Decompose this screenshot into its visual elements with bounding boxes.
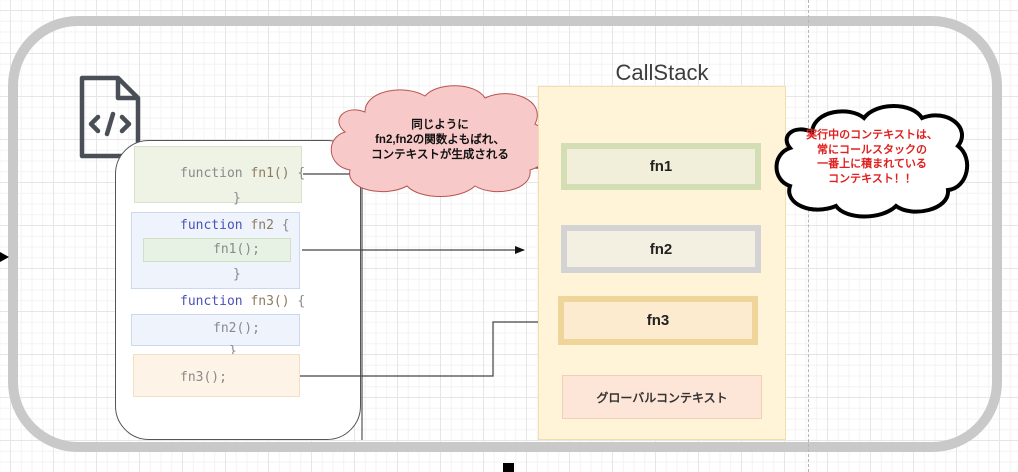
stack-frame-label: fn2: [649, 240, 673, 258]
callout-left-line: fn2,fn2の関数よもばれ、: [375, 134, 505, 146]
stack-frame-label: fn3: [646, 312, 670, 329]
left-arrow-head-icon: [0, 252, 9, 262]
function-keyword: function: [180, 218, 243, 233]
code-file-icon: [79, 75, 141, 159]
bottom-connector-marker: [503, 463, 514, 472]
fn1-definition-line: function fn1() {: [180, 166, 305, 181]
fn1-name: fn1(): [250, 166, 290, 181]
fn1-call-block: [143, 238, 291, 262]
fn3-call: fn3();: [180, 370, 227, 385]
fn3-arrow: [300, 318, 558, 377]
callout-right-line: 常にコールスタックの: [817, 143, 927, 156]
callout-right-line: 一番上に積まれている: [817, 158, 927, 170]
fn3-call-block: [133, 354, 300, 397]
fn2-call-block: [131, 314, 300, 346]
fn3-close-brace: }: [229, 344, 237, 359]
function-keyword: function: [180, 294, 243, 309]
fn1-call: fn1();: [213, 242, 260, 257]
fn1-close-brace: }: [233, 191, 241, 206]
global-context-frame: グローバルコンテキスト: [562, 375, 762, 419]
outer-frame: [8, 16, 1002, 452]
open-brace: {: [297, 166, 306, 181]
callout-left-text: 同じように fn2,fn2の関数よもばれ、 コンテキストが生成される: [345, 118, 535, 163]
fn2-call: fn2();: [213, 321, 260, 336]
callout-right-line: 実行中のコンテキストは、: [806, 129, 938, 141]
open-brace: {: [281, 218, 290, 233]
callout-cloud-right: [774, 104, 969, 219]
fn1-definition-block: [134, 146, 302, 203]
callout-left-line: コンテキストが生成される: [371, 149, 509, 161]
global-context-label: グローバルコンテキスト: [596, 390, 728, 405]
stack-frame-label: fn1: [649, 158, 673, 175]
function-keyword: function: [180, 166, 243, 181]
stack-frame-fn1: fn1: [561, 143, 761, 190]
callout-right-line: コンテキスト！！: [828, 172, 916, 185]
callout-left-line: 同じように: [411, 119, 469, 131]
stack-frame-fn2: fn2: [561, 225, 761, 273]
fn2-name: fn2: [250, 218, 274, 233]
fn3-definition-line: function fn3() {: [180, 294, 305, 309]
callstack-title: CallStack: [615, 60, 709, 85]
fn3-name: fn3(): [250, 294, 290, 309]
callout-cloud-left: [330, 85, 551, 197]
open-brace: {: [297, 294, 306, 309]
stack-frame-fn3: fn3: [558, 296, 758, 345]
fn2-close-brace: }: [233, 267, 241, 282]
page-boundary-dashed-line: [808, 0, 809, 472]
callout-right-text: 実行中のコンテキストは、 常にコールスタックの 一番上に積まれている コンテキス…: [782, 128, 962, 186]
fn2-definition-line: function fn2 {: [180, 218, 290, 233]
